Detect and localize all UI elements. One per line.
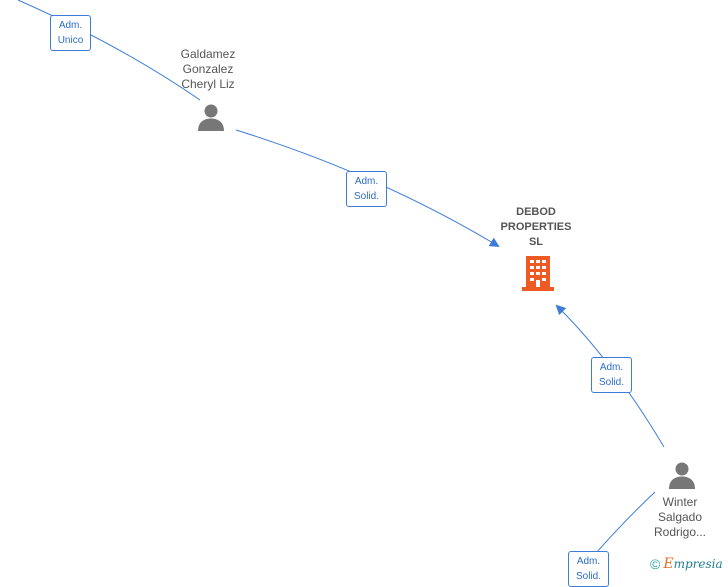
name-line: DEBOD	[516, 206, 556, 218]
name-line: Galdamez	[180, 47, 236, 61]
company-name[interactable]: DEBOD PROPERTIES SL	[486, 205, 586, 250]
edge-label-adm-solid[interactable]: Adm. Solid.	[346, 171, 387, 207]
edge-label-line: Adm.	[599, 362, 624, 373]
name-line: Gonzalez	[182, 62, 234, 76]
edge-label-line: Adm.	[354, 176, 379, 187]
edge-label-line: Solid.	[575, 571, 601, 582]
name-line: Cheryl Liz	[181, 77, 235, 91]
relationship-graph	[17, 0, 665, 561]
person-name-winter[interactable]: Winter Salgado Rodrigo...	[640, 495, 720, 540]
copyright-icon: ©	[650, 556, 661, 572]
edge-label-line: Adm.	[576, 556, 601, 567]
edge-label-line: Solid.	[598, 377, 624, 388]
empresia-watermark: © Empresia	[650, 555, 723, 573]
edge-label-adm-unico[interactable]: Adm. Unico	[50, 15, 91, 51]
edge-label-adm-solid[interactable]: Adm. Solid.	[568, 551, 609, 587]
logo-initial: E	[663, 556, 674, 572]
name-line: Rodrigo...	[653, 525, 707, 539]
name-line: Salgado	[657, 510, 703, 524]
person-icon[interactable]	[196, 102, 226, 132]
edge-label-adm-solid[interactable]: Adm. Solid.	[591, 357, 632, 393]
name-line: PROPERTIES	[500, 221, 572, 233]
person-name-galdamez[interactable]: Galdamez Gonzalez Cheryl Liz	[160, 47, 256, 92]
edge-label-line: Solid.	[353, 191, 379, 202]
name-line: SL	[528, 236, 544, 248]
person-icon[interactable]	[667, 460, 697, 490]
edge-label-line: Adm.	[58, 20, 83, 31]
empresia-logo: Empresia	[663, 555, 722, 573]
edge-top-to-galdamez	[17, 0, 201, 101]
edge-label-line: Unico	[57, 35, 84, 46]
logo-rest: mpresia	[673, 557, 723, 571]
building-icon[interactable]	[521, 254, 555, 292]
name-line: Winter	[662, 495, 698, 509]
